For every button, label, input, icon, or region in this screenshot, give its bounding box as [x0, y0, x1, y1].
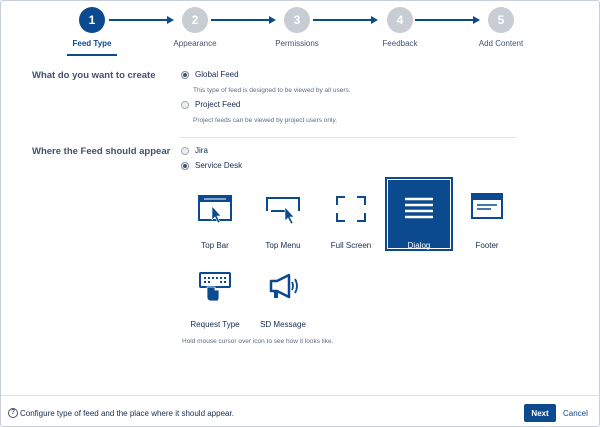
tiles-hint: Hold mouse cursor over icon to see how i… — [182, 338, 334, 345]
step-arrow-icon — [415, 16, 480, 24]
current-step-underline — [67, 54, 117, 56]
step-number: 3 — [284, 7, 310, 33]
tile-label: Dialog — [407, 241, 431, 250]
wizard-step-appearance[interactable]: 2 Appearance — [150, 7, 240, 48]
radio-service-desk[interactable]: Service Desk — [181, 161, 242, 170]
radio-button[interactable] — [181, 100, 189, 109]
tile-label: SD Message — [260, 320, 306, 329]
tile-label: Request Type — [190, 320, 240, 329]
help-icon[interactable]: ? — [8, 408, 18, 418]
megaphone-icon — [269, 273, 298, 299]
step-number: 2 — [182, 7, 208, 33]
cancel-link[interactable]: Cancel — [563, 409, 588, 418]
step-arrow-icon — [109, 16, 174, 24]
radio-label: Project Feed — [195, 100, 241, 109]
full-screen-icon — [336, 196, 366, 222]
step-label: Permissions — [275, 39, 319, 48]
footer-help-text: Configure type of feed and the place whe… — [20, 409, 234, 418]
tile-request-type[interactable]: Request Type — [181, 258, 249, 332]
create-section-title: What do you want to create — [32, 70, 156, 81]
step-label: Appearance — [173, 39, 217, 48]
tile-label: Top Bar — [201, 241, 229, 250]
top-menu-icon — [266, 197, 300, 225]
step-arrow-icon — [211, 16, 276, 24]
radio-label: Global Feed — [195, 70, 239, 79]
tile-dialog[interactable]: Dialog — [385, 177, 453, 251]
tile-label: Full Screen — [330, 241, 372, 250]
step-number: 1 — [79, 7, 105, 33]
next-button[interactable]: Next — [524, 404, 556, 422]
section-divider — [179, 137, 517, 138]
tile-footer[interactable]: Footer — [453, 179, 521, 253]
radio-label: Jira — [195, 146, 208, 155]
tile-label: Top Menu — [265, 241, 301, 250]
tile-top-menu[interactable]: Top Menu — [249, 179, 317, 253]
step-label: Add Content — [478, 39, 524, 48]
project-feed-hint: Project feeds can be viewed by project u… — [193, 117, 338, 124]
dialog-icon — [405, 197, 433, 219]
step-number: 5 — [488, 7, 514, 33]
step-arrow-icon — [313, 16, 378, 24]
wizard-step-feed-type[interactable]: 1 Feed Type — [47, 7, 137, 56]
dialog-footer: ? Configure type of feed and the place w… — [1, 395, 600, 427]
tile-full-screen[interactable]: Full Screen — [317, 179, 385, 253]
global-feed-hint: This type of feed is designed to be view… — [193, 87, 351, 94]
step-label: Feed Type — [72, 39, 112, 48]
radio-global-feed[interactable]: Global Feed — [181, 70, 239, 79]
step-number: 4 — [387, 7, 413, 33]
radio-button[interactable] — [181, 70, 189, 79]
radio-jira[interactable]: Jira — [181, 146, 208, 155]
tile-top-bar[interactable]: Top Bar — [181, 179, 249, 253]
request-type-icon — [199, 272, 231, 302]
wizard-step-feedback[interactable]: 4 Feedback — [355, 7, 445, 48]
step-label: Feedback — [382, 39, 418, 48]
radio-button[interactable] — [181, 146, 189, 155]
radio-label: Service Desk — [195, 161, 243, 170]
wizard-progress: 1 Feed Type 2 Appearance 3 Permissions 4… — [1, 1, 600, 56]
top-bar-icon — [198, 195, 232, 224]
radio-button[interactable] — [181, 161, 189, 170]
tile-sd-message[interactable]: SD Message — [249, 258, 317, 332]
appear-section-title: Where the Feed should appear — [32, 146, 171, 157]
radio-project-feed[interactable]: Project Feed — [181, 100, 240, 109]
footer-icon — [471, 193, 503, 219]
wizard-step-add-content[interactable]: 5 Add Content — [456, 7, 546, 48]
tile-label: Footer — [475, 241, 499, 250]
wizard-step-permissions[interactable]: 3 Permissions — [252, 7, 342, 48]
